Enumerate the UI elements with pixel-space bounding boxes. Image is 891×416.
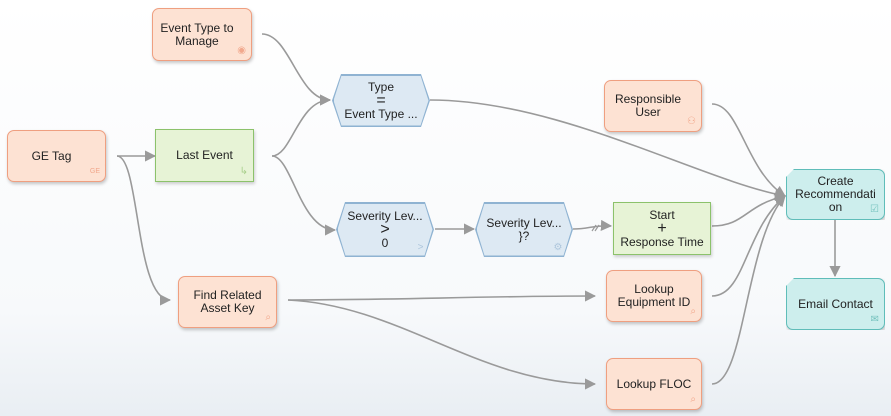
- type-condition-node[interactable]: Type = Event Type ...: [332, 74, 430, 127]
- node-label: Email Contact: [798, 296, 873, 311]
- edge-eventtype-to-type: [261, 33, 332, 106]
- radio-icon: ◉: [237, 45, 246, 56]
- edge-equipment-to-create: [711, 195, 786, 297]
- node-label-bottom: Response Time: [620, 234, 704, 249]
- tag-icon: GE: [89, 168, 100, 175]
- node-label: Lookup Equipment ID: [617, 282, 691, 309]
- lookup-floc-node[interactable]: Lookup FLOC ⌕: [606, 358, 702, 410]
- node-label: Last Event: [176, 148, 233, 162]
- contact-icon: ✉: [870, 314, 879, 325]
- edge-lastevent-to-type: [271, 94, 332, 157]
- edge-findasset-to-floc: [287, 299, 597, 390]
- gear-icon: ⚙: [553, 241, 563, 253]
- node-label: Create Recommendati on: [795, 174, 876, 214]
- chevron-right-icon: >: [417, 241, 424, 253]
- edge-getag-to-findasset: [116, 155, 172, 306]
- node-label-top: Type: [367, 79, 394, 94]
- edge-type-to-create: [429, 99, 787, 200]
- create-recommendation-node[interactable]: Create Recommendati on ☑: [786, 169, 885, 220]
- node-label-bottom: Event Type ...: [344, 106, 418, 121]
- checklist-icon: ☑: [870, 204, 879, 215]
- search-list-icon: ⌕: [690, 394, 696, 405]
- search-list-icon: ⌕: [265, 312, 271, 323]
- node-label: Responsible User: [614, 92, 682, 119]
- link-marker: [591, 224, 600, 232]
- node-label: GE Tag: [31, 148, 72, 163]
- node-label: Event Type to Manage: [160, 20, 234, 48]
- operator-equals: =: [376, 91, 386, 109]
- lookup-equipment-id-node[interactable]: Lookup Equipment ID ⌕: [606, 270, 702, 322]
- edge-floc-to-create: [711, 195, 786, 385]
- severity-condition-node[interactable]: Severity Lev... > 0 >: [336, 202, 434, 257]
- edge-lastevent-to-severity: [271, 155, 337, 236]
- node-label: Find Related Asset Key: [193, 288, 262, 315]
- start-response-time-node[interactable]: Start + Response Time: [613, 202, 711, 255]
- edge-severityfn-to-start: [572, 219, 613, 232]
- event-type-to-manage-node[interactable]: Event Type to Manage ◉: [152, 8, 252, 61]
- email-contact-node[interactable]: Email Contact ✉: [786, 278, 885, 330]
- node-label: Lookup FLOC: [616, 376, 692, 391]
- node-label-top: Severity Lev...: [486, 215, 562, 230]
- responsible-user-node[interactable]: Responsible User ⚇: [604, 80, 702, 132]
- last-event-node[interactable]: Last Event ↳: [155, 129, 254, 182]
- operator-plus: +: [657, 219, 667, 237]
- function-symbol: }?: [518, 228, 530, 243]
- search-list-icon: ⌕: [690, 306, 696, 317]
- find-related-asset-key-node[interactable]: Find Related Asset Key ⌕: [178, 276, 277, 328]
- ge-tag-node[interactable]: GE Tag GE: [7, 130, 106, 182]
- node-label-top: Severity Lev...: [347, 208, 423, 223]
- link-icon: ↳: [239, 166, 248, 177]
- user-icon: ⚇: [687, 116, 696, 127]
- edge-responsible-to-create: [711, 103, 786, 197]
- edge-findasset-to-equipment: [287, 290, 597, 302]
- operator-greater: >: [380, 220, 390, 238]
- severity-function-node[interactable]: Severity Lev... }? ⚙: [475, 202, 573, 257]
- node-label-top: Start: [649, 207, 675, 222]
- node-label-bottom: 0: [381, 235, 389, 250]
